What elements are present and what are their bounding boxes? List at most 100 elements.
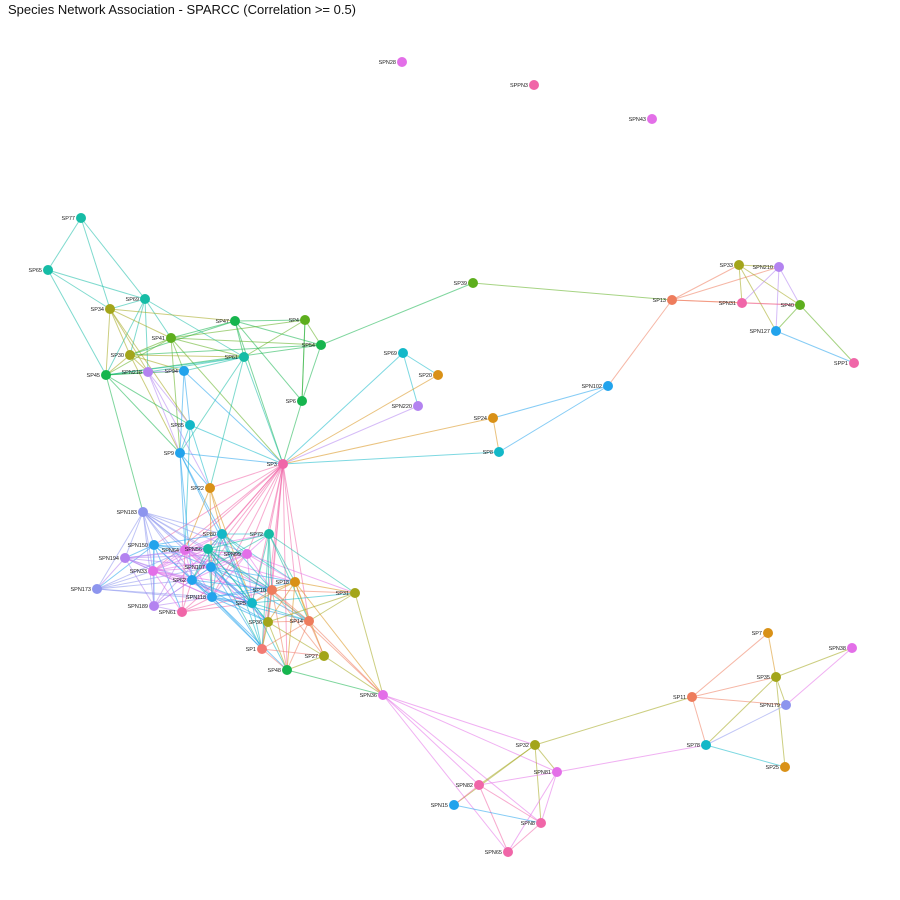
node-dot[interactable] xyxy=(433,370,443,380)
node-dot[interactable] xyxy=(180,545,190,555)
node-dot[interactable] xyxy=(185,420,195,430)
node-dot[interactable] xyxy=(552,767,562,777)
node-spn127[interactable]: SPN127 xyxy=(750,326,782,336)
node-sp11[interactable]: SP11 xyxy=(673,692,697,702)
node-dot[interactable] xyxy=(413,401,423,411)
node-dot[interactable] xyxy=(92,584,102,594)
node-sp7[interactable]: SP7 xyxy=(752,628,773,638)
node-dot[interactable] xyxy=(849,358,859,368)
node-sp27[interactable]: SP27 xyxy=(305,651,329,661)
node-dot[interactable] xyxy=(138,507,148,517)
node-sp8[interactable]: SP8 xyxy=(483,447,504,457)
node-spn56[interactable]: SPN56 xyxy=(185,544,213,554)
node-sp62[interactable]: SP62 xyxy=(173,575,197,585)
node-spn107[interactable]: SPN107 xyxy=(185,562,217,572)
node-sp4[interactable]: SP4 xyxy=(289,315,310,325)
node-spn33[interactable]: SPN33 xyxy=(130,566,158,576)
node-dot[interactable] xyxy=(120,553,130,563)
node-dot[interactable] xyxy=(781,700,791,710)
node-dot[interactable] xyxy=(488,413,498,423)
node-dot[interactable] xyxy=(316,340,326,350)
node-dot[interactable] xyxy=(667,295,677,305)
node-sp40[interactable]: SP40 xyxy=(781,300,805,310)
node-dot[interactable] xyxy=(76,213,86,223)
node-sp39[interactable]: SP39 xyxy=(454,278,478,288)
node-dot[interactable] xyxy=(774,262,784,272)
node-sp65[interactable]: SP65 xyxy=(29,265,53,275)
node-sp78[interactable]: SP78 xyxy=(687,740,711,750)
node-dot[interactable] xyxy=(701,740,711,750)
node-sp31[interactable]: SP31 xyxy=(336,588,360,598)
node-dot[interactable] xyxy=(257,644,267,654)
node-spn118[interactable]: SPN118 xyxy=(186,592,217,602)
node-sp33[interactable]: SP33 xyxy=(720,260,744,270)
node-spn8[interactable]: SPN8 xyxy=(521,818,546,828)
node-sp6[interactable]: SP6 xyxy=(286,396,307,406)
node-dot[interactable] xyxy=(297,396,307,406)
node-dot[interactable] xyxy=(847,643,857,653)
node-dot[interactable] xyxy=(290,577,300,587)
node-sp24[interactable]: SP24 xyxy=(474,413,498,423)
node-dot[interactable] xyxy=(503,847,513,857)
node-sp20[interactable]: SP20 xyxy=(419,370,443,380)
node-sp34[interactable]: SP34 xyxy=(91,304,115,314)
node-sp69[interactable]: SP69 xyxy=(126,294,150,304)
node-dot[interactable] xyxy=(148,566,158,576)
node-dot[interactable] xyxy=(397,57,407,67)
node-spn28[interactable]: SPN28 xyxy=(379,57,407,67)
node-spn65[interactable]: SPN65 xyxy=(485,847,513,857)
node-sp61[interactable]: SP61 xyxy=(225,352,249,362)
node-dot[interactable] xyxy=(149,601,159,611)
node-sp13[interactable]: SP13 xyxy=(653,295,677,305)
node-sp94[interactable]: SP94 xyxy=(165,366,189,376)
node-dot[interactable] xyxy=(304,616,314,626)
node-dot[interactable] xyxy=(474,780,484,790)
node-dot[interactable] xyxy=(179,366,189,376)
node-spn150[interactable]: SPN150 xyxy=(128,540,160,550)
node-spn31[interactable]: SPN31 xyxy=(719,298,747,308)
node-dot[interactable] xyxy=(187,575,197,585)
node-dot[interactable] xyxy=(771,672,781,682)
node-dot[interactable] xyxy=(737,298,747,308)
node-spn194[interactable]: SPN194 xyxy=(99,553,131,563)
node-spn102[interactable]: SPN102 xyxy=(582,381,614,391)
node-dot[interactable] xyxy=(247,598,257,608)
node-dot[interactable] xyxy=(206,562,216,572)
node-sp45[interactable]: SP45 xyxy=(87,370,111,380)
node-spn220[interactable]: SPN220 xyxy=(392,401,424,411)
node-dot[interactable] xyxy=(239,352,249,362)
node-spn38[interactable]: SPN38 xyxy=(829,643,857,653)
node-dot[interactable] xyxy=(205,483,215,493)
node-dot[interactable] xyxy=(763,628,773,638)
node-dot[interactable] xyxy=(319,651,329,661)
node-sp48[interactable]: SP48 xyxy=(268,665,292,675)
node-sp41[interactable]: SP41 xyxy=(152,333,176,343)
node-spn64[interactable]: SPN64 xyxy=(162,545,190,555)
node-sppn3[interactable]: SPPN3 xyxy=(510,80,539,90)
node-sp5[interactable]: SP5 xyxy=(236,598,257,608)
node-sp22[interactable]: SP22 xyxy=(191,483,215,493)
node-dot[interactable] xyxy=(398,348,408,358)
node-dot[interactable] xyxy=(177,607,187,617)
node-spn82[interactable]: SPN82 xyxy=(456,780,484,790)
node-dot[interactable] xyxy=(278,459,288,469)
node-sp54[interactable]: SP54 xyxy=(302,340,326,350)
node-spn99[interactable]: SPN99 xyxy=(224,549,252,559)
node-dot[interactable] xyxy=(734,260,744,270)
node-sp85[interactable]: SP85 xyxy=(171,420,195,430)
node-dot[interactable] xyxy=(263,617,273,627)
node-dot[interactable] xyxy=(795,300,805,310)
node-sp10[interactable]: SP10 xyxy=(253,585,277,595)
node-sp1[interactable]: SP1 xyxy=(246,644,267,654)
node-spp1[interactable]: SPP1 xyxy=(834,358,859,368)
node-sp35[interactable]: SP35 xyxy=(757,672,781,682)
node-sp47[interactable]: SP47 xyxy=(216,316,240,326)
node-spn210[interactable]: SPN210 xyxy=(753,262,785,272)
node-dot[interactable] xyxy=(140,294,150,304)
node-sp18[interactable]: SP18 xyxy=(276,577,300,587)
node-sp77[interactable]: SP77 xyxy=(62,213,86,223)
node-dot[interactable] xyxy=(203,544,213,554)
node-dot[interactable] xyxy=(771,326,781,336)
node-dot[interactable] xyxy=(230,316,240,326)
node-dot[interactable] xyxy=(494,447,504,457)
